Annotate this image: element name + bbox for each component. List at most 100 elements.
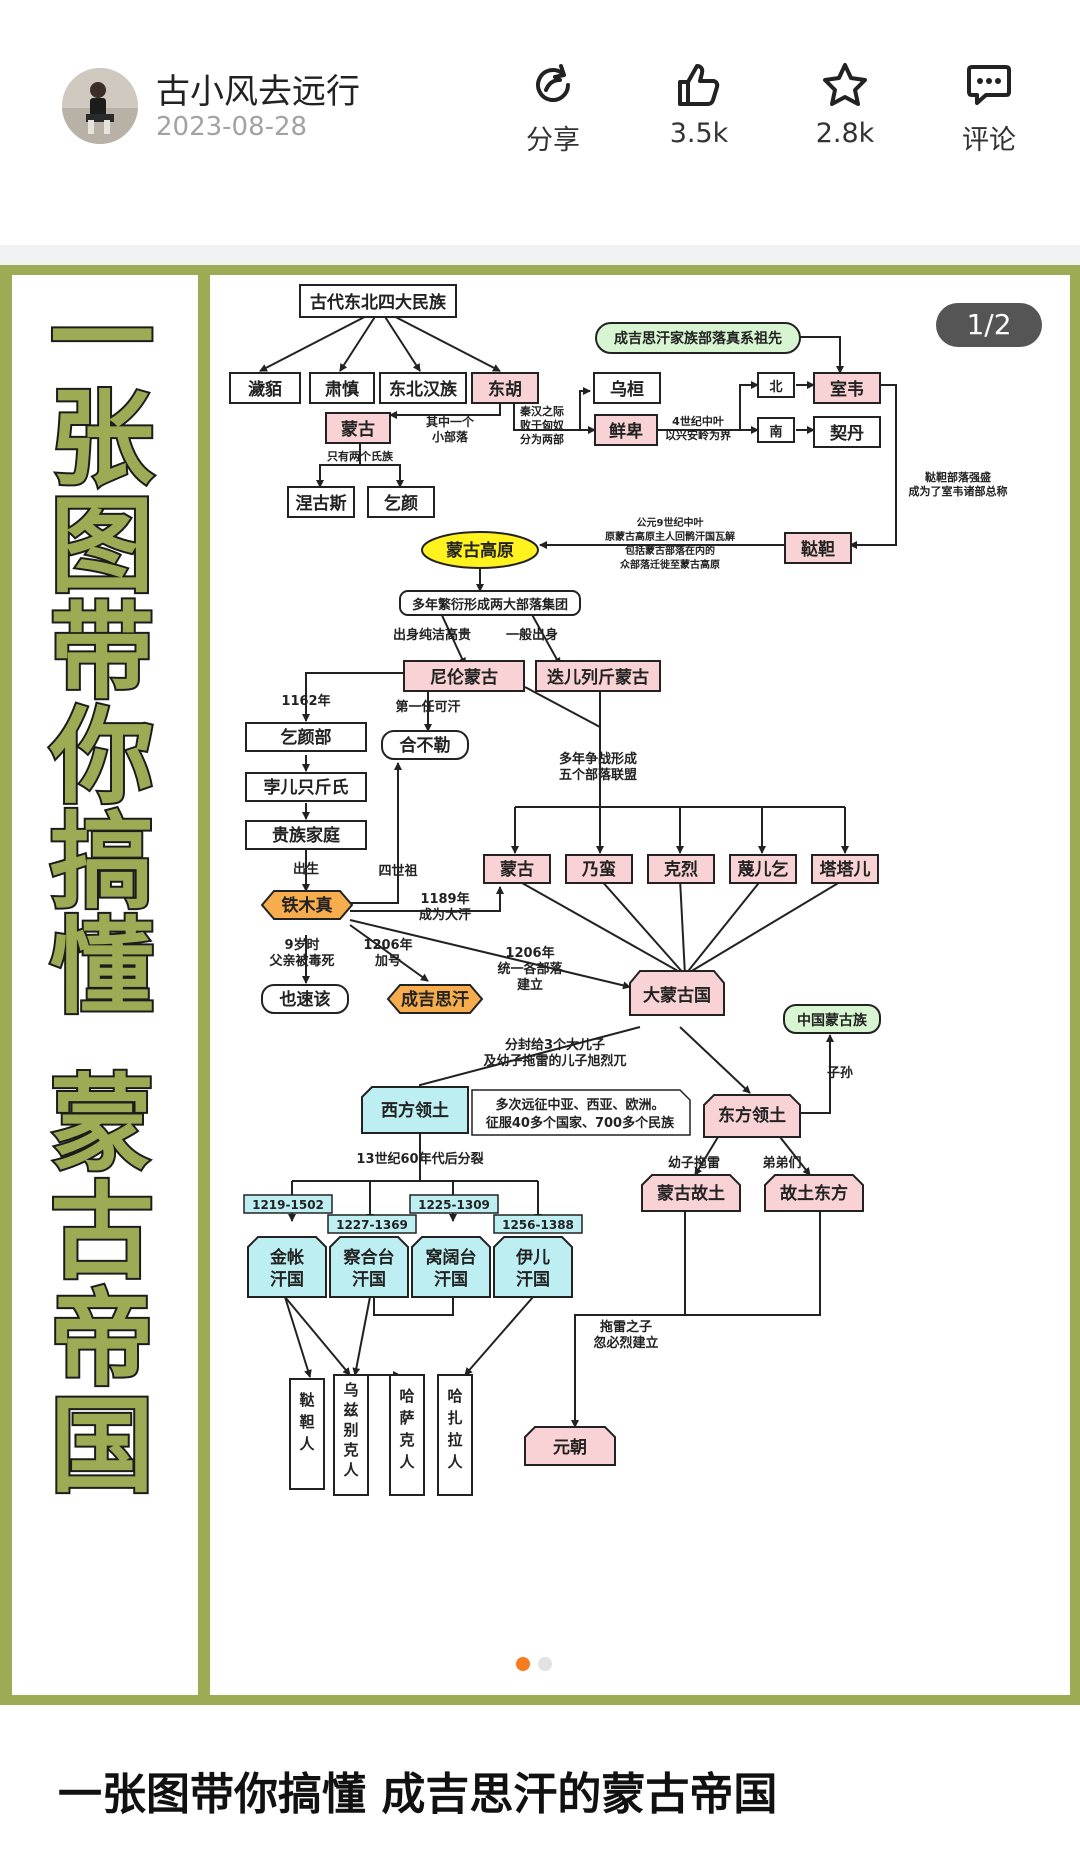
svg-text:出生: 出生 <box>293 861 319 877</box>
svg-text:汗国: 汗国 <box>516 1269 550 1290</box>
like-icon <box>678 64 720 106</box>
svg-text:人: 人 <box>399 1453 415 1471</box>
node-yuan-dynasty: 元朝 <box>553 1437 587 1458</box>
carousel-dot[interactable] <box>538 1657 552 1671</box>
share-label: 分享 <box>526 125 580 156</box>
node-four-peoples: 古代东北四大民族 <box>310 292 447 313</box>
svg-text:多次远征中亚、西亚、欧洲。: 多次远征中亚、西亚、欧洲。 <box>495 1097 664 1113</box>
svg-text:兹: 兹 <box>343 1401 358 1419</box>
title-char: 张 <box>50 378 154 500</box>
svg-text:拖雷之子: 拖雷之子 <box>600 1319 652 1335</box>
title-char: 蒙 <box>50 1063 154 1185</box>
svg-text:1206年: 1206年 <box>363 937 412 953</box>
author-avatar[interactable] <box>62 68 138 144</box>
svg-text:子孙: 子孙 <box>827 1065 853 1081</box>
node-shiwei: 室韦 <box>830 379 864 400</box>
svg-text:以兴安岭为界: 以兴安岭为界 <box>665 428 731 442</box>
svg-text:扎: 扎 <box>447 1409 462 1427</box>
svg-text:鞑靼部落强盛: 鞑靼部落强盛 <box>925 470 991 484</box>
svg-text:人: 人 <box>447 1453 463 1471</box>
title-char: 图 <box>50 485 154 607</box>
svg-text:第一任可汗: 第一任可汗 <box>395 699 460 715</box>
svg-text:9岁时: 9岁时 <box>284 937 319 953</box>
node-mongol-homeland: 蒙古故土 <box>657 1183 725 1204</box>
node-ilkhanate: 伊儿 <box>515 1247 550 1268</box>
title-char: 你 <box>49 696 154 818</box>
carousel-dot-active[interactable] <box>516 1657 530 1671</box>
svg-text:克: 克 <box>343 1441 358 1459</box>
title-char: 帝 <box>50 1278 154 1400</box>
post-header: 古小风去远行 2023-08-28 分享 3.5k 2.8k 评论 <box>0 0 1080 245</box>
svg-text:包括蒙古部落在内的: 包括蒙古部落在内的 <box>625 544 715 557</box>
svg-text:靼: 靼 <box>299 1413 314 1431</box>
post-image[interactable]: 一 张 图 带 你 搞 懂 蒙 古 帝 国 <box>0 265 1080 1705</box>
node-dongbei-han: 东北汉族 <box>389 379 458 400</box>
svg-text:征服40多个国家、700多个民族: 征服40多个国家、700多个民族 <box>486 1115 675 1131</box>
title-char: 搞 <box>50 801 154 923</box>
svg-text:人: 人 <box>343 1461 359 1479</box>
avatar-image <box>62 68 138 144</box>
svg-text:人: 人 <box>299 1435 315 1453</box>
title-panel: 一 张 图 带 你 搞 懂 蒙 古 帝 国 <box>12 275 198 1695</box>
svg-text:建立: 建立 <box>517 977 543 993</box>
svg-text:13世纪60年代后分裂: 13世纪60年代后分裂 <box>356 1151 484 1167</box>
diagram-panel: 古代东北四大民族 濊貊 肃慎 东北汉族 东胡 蒙古 其中一个 小部落 秦汉之际 … <box>210 275 1070 1695</box>
svg-text:分为两部: 分为两部 <box>520 432 564 446</box>
svg-text:众部落迁徙至蒙古高原: 众部落迁徙至蒙古高原 <box>620 558 720 571</box>
title-char: 带 <box>50 591 154 713</box>
comment-button[interactable]: 评论 <box>934 60 1044 157</box>
author-name[interactable]: 古小风去远行 <box>156 72 360 112</box>
node-mongol-plateau: 蒙古高原 <box>446 540 514 561</box>
svg-text:汗国: 汗国 <box>352 1269 386 1290</box>
node-tribe-naiman: 乃蛮 <box>581 859 616 880</box>
svg-text:汗国: 汗国 <box>270 1269 304 1290</box>
node-great-mongol-state: 大蒙古国 <box>643 985 711 1006</box>
svg-text:1225-1309: 1225-1309 <box>418 1198 490 1212</box>
svg-text:五个部落联盟: 五个部落联盟 <box>559 767 637 783</box>
node-tribe-kelie: 克烈 <box>664 859 698 880</box>
favorite-button[interactable]: 2.8k <box>790 60 900 149</box>
node-donghu: 东胡 <box>488 379 522 400</box>
node-qidan: 契丹 <box>829 423 864 444</box>
svg-text:别: 别 <box>342 1421 358 1439</box>
svg-text:1162年: 1162年 <box>281 693 330 709</box>
svg-text:幼子拖雷: 幼子拖雷 <box>668 1155 720 1171</box>
node-tribe-tataer: 塔塔儿 <box>820 859 871 880</box>
svg-text:败于匈奴: 败于匈奴 <box>520 418 565 432</box>
svg-text:其中一个: 其中一个 <box>426 414 475 429</box>
node-eastern-territory: 东方领土 <box>718 1105 786 1126</box>
svg-text:四世祖: 四世祖 <box>378 863 417 879</box>
svg-text:加号: 加号 <box>374 954 401 969</box>
svg-text:公元9世纪中叶: 公元9世纪中叶 <box>637 516 704 529</box>
node-hazaras: 哈 <box>447 1387 462 1405</box>
svg-text:1227-1369: 1227-1369 <box>336 1218 408 1232</box>
svg-text:萨: 萨 <box>399 1409 414 1427</box>
node-dierliejin: 迭儿列斤蒙古 <box>547 667 649 688</box>
svg-text:原蒙古高原主人回鹘汗国瓦解: 原蒙古高原主人回鹘汗国瓦解 <box>605 530 735 543</box>
node-nirun: 尼伦蒙古 <box>430 667 498 688</box>
node-hebule: 合不勒 <box>400 735 451 756</box>
favorite-count: 2.8k <box>815 118 875 149</box>
like-button[interactable]: 3.5k <box>644 60 754 149</box>
share-button[interactable]: 分享 <box>498 60 608 157</box>
svg-text:出身纯洁高贵: 出身纯洁高贵 <box>393 627 471 643</box>
svg-text:秦汉之际: 秦汉之际 <box>519 404 564 418</box>
node-dada: 鞑靼 <box>801 539 835 560</box>
node-borjigin: 孛儿只斤氏 <box>264 777 349 798</box>
svg-text:汗国: 汗国 <box>434 1269 468 1290</box>
svg-text:及幼子拖雷的儿子旭烈兀: 及幼子拖雷的儿子旭烈兀 <box>483 1053 626 1069</box>
svg-text:只有两个氏族: 只有两个氏族 <box>327 449 394 463</box>
node-sushen: 肃慎 <box>325 379 359 400</box>
star-icon <box>823 63 867 106</box>
node-western-territory: 西方领土 <box>381 1100 449 1121</box>
svg-text:多年争战形成: 多年争战形成 <box>559 751 637 767</box>
svg-text:分封给3个大儿子: 分封给3个大儿子 <box>505 1037 605 1053</box>
node-east-of-homeland: 故土东方 <box>780 1183 848 1204</box>
node-tribe-mieerqi: 蔑儿乞 <box>738 859 789 880</box>
svg-text:1206年: 1206年 <box>505 945 554 961</box>
node-ancestors: 成吉思汗家族部落真系祖先 <box>614 330 782 347</box>
node-niegusi: 涅古斯 <box>296 493 347 514</box>
title-char: 国 <box>50 1385 154 1507</box>
node-menggu-tribe: 蒙古 <box>341 419 375 440</box>
node-golden-horde: 金帐 <box>269 1247 304 1268</box>
